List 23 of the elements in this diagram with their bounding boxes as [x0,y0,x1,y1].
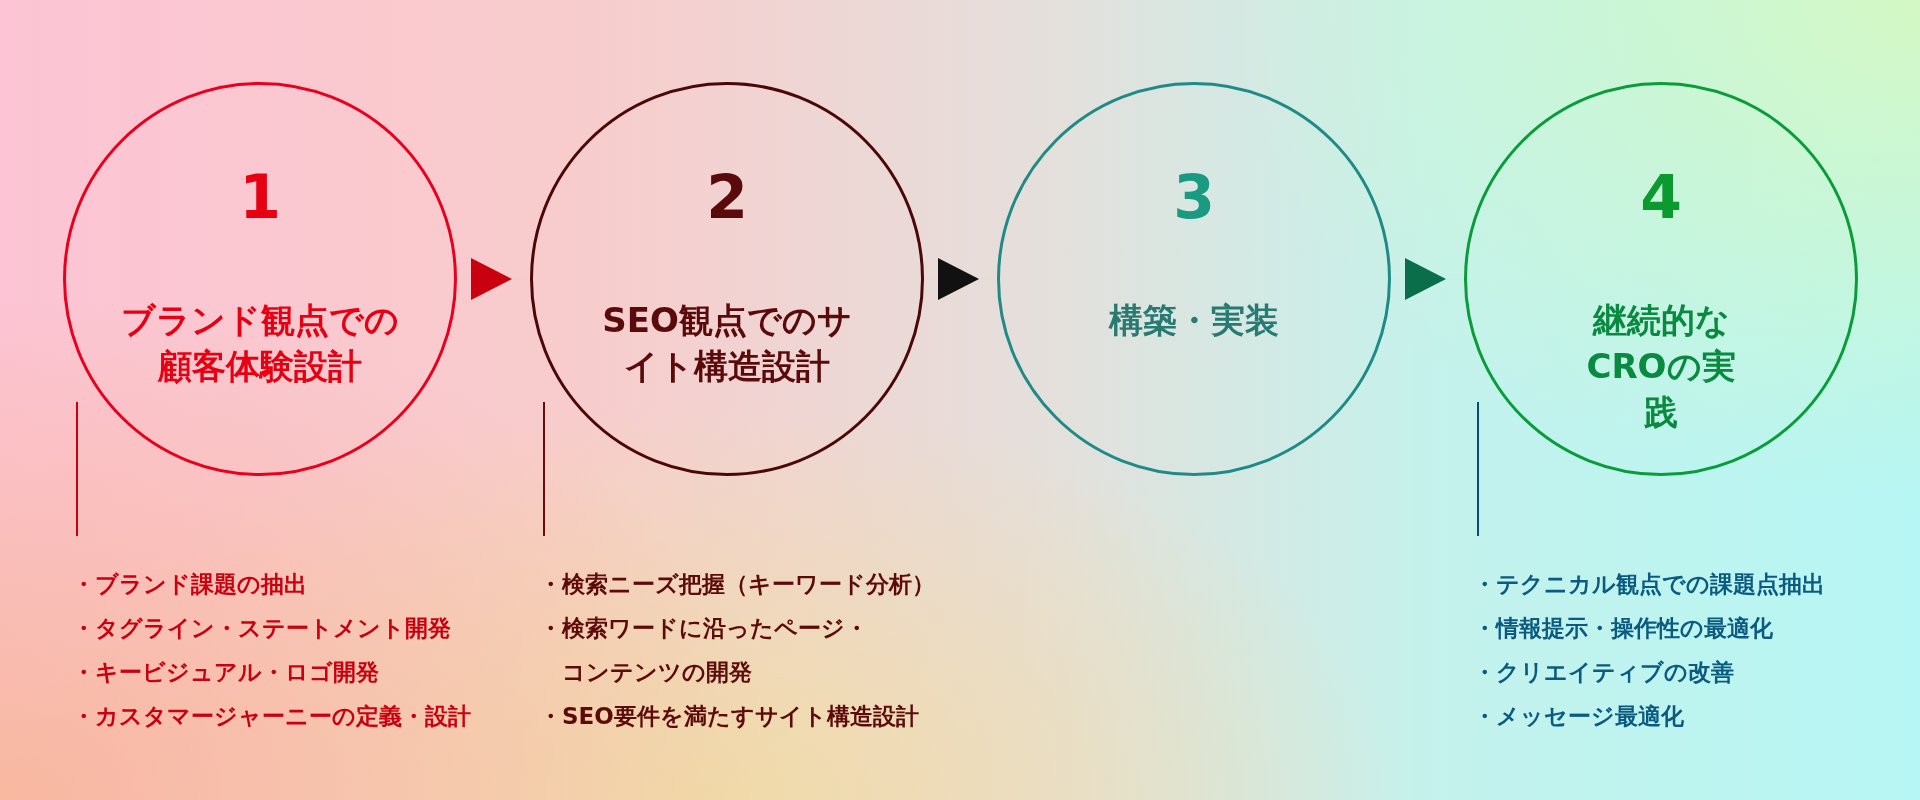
step-number: 2 [705,165,749,229]
list-item: ・カスタマージャーニーの定義・設計 [72,702,472,731]
list-item: ・テクニカル観点での課題点抽出 [1473,570,1826,599]
list-item: ・検索ニーズ把握（キーワード分析） [539,570,936,599]
step-number: 1 [238,165,282,229]
list-item: ・SEO要件を満たすサイト構造設計 [539,702,920,731]
list-item: ・キービジュアル・ロゴ開発 [72,658,380,687]
step-number: 3 [1172,165,1216,229]
step-circle [530,82,924,476]
step-title: ブランド観点での顧客体験設計 [120,299,400,388]
step-circle [1464,82,1858,476]
step-title: SEO観点でのサイト構造設計 [601,299,853,388]
list-item: ・タグライン・ステートメント開発 [72,614,452,643]
list-item: ・ブランド課題の抽出 [72,570,308,599]
list-item: ・情報提示・操作性の最適化 [1473,614,1774,643]
step-circle [997,82,1391,476]
step-circle [63,82,457,476]
list-item: ・メッセージ最適化 [1473,702,1685,731]
step-title: 構築・実装 [1107,299,1280,342]
step-number: 4 [1639,165,1683,229]
step-title: 継続的なCROの実践 [1585,299,1737,434]
list-item: ・クリエイティブの改善 [1473,658,1735,687]
list-item: ・検索ワードに沿ったページ・コンテンツの開発 [539,614,869,687]
